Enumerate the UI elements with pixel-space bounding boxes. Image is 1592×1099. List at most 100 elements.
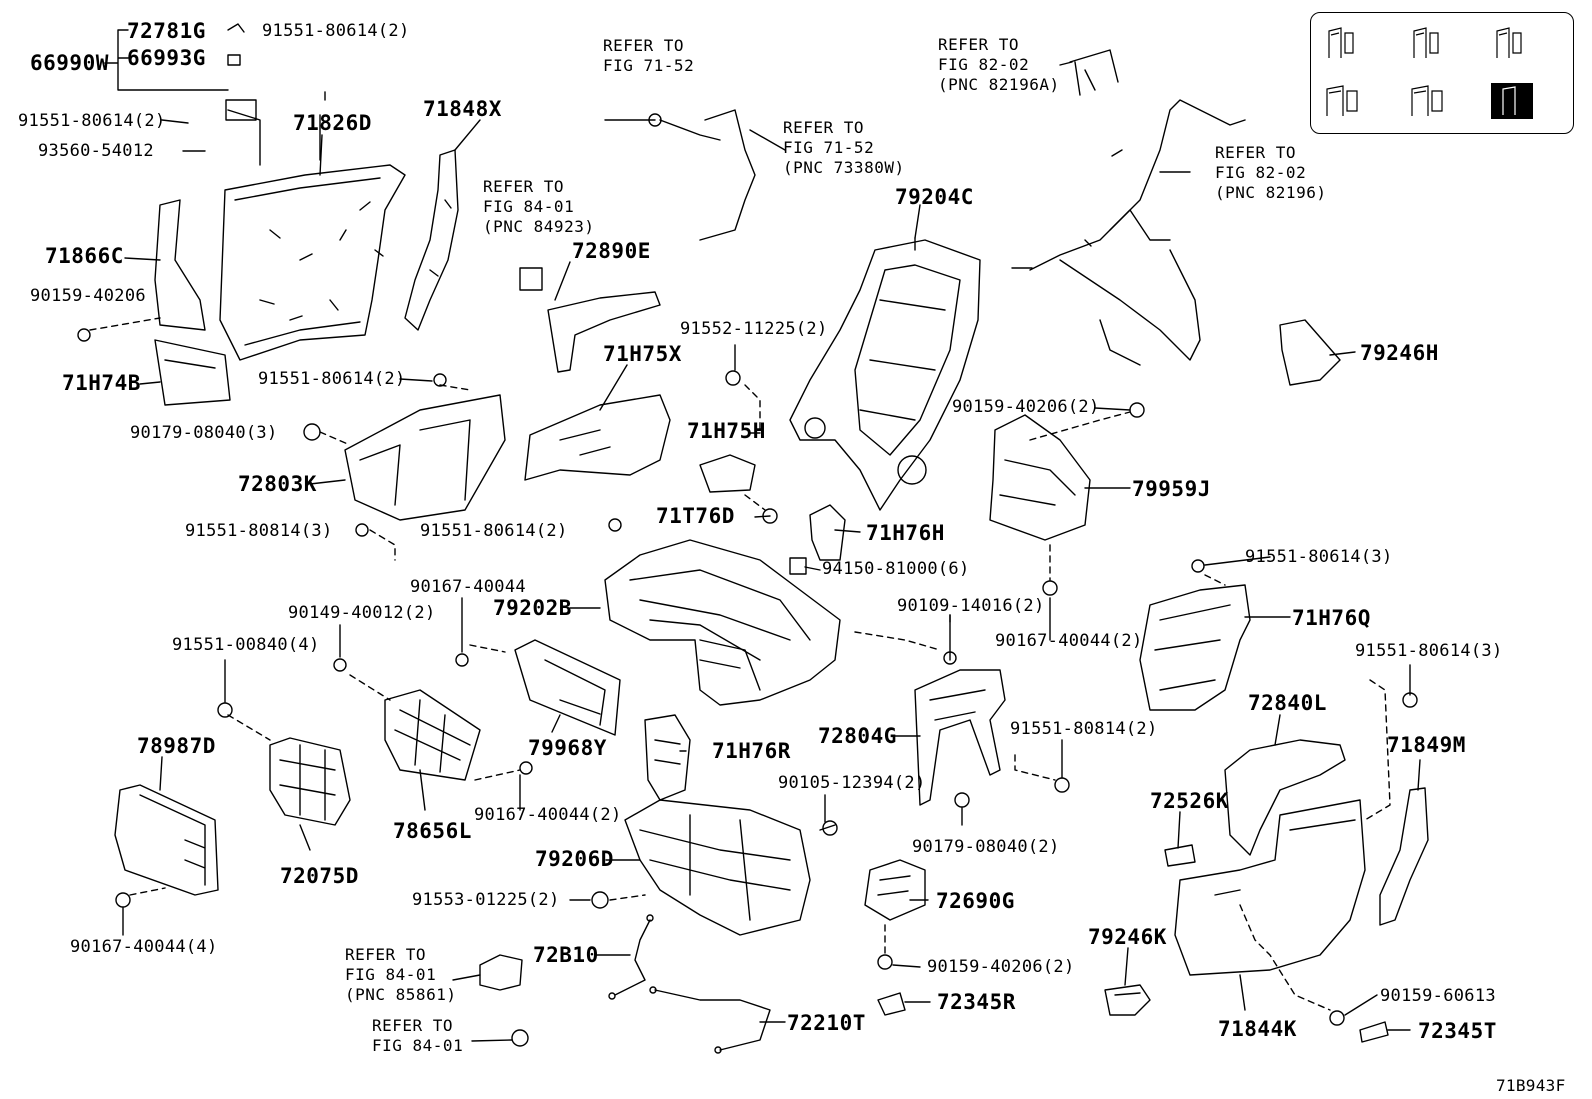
bolt-icon [1129,402,1145,418]
part-label-91551-80614-3[interactable]: 91551-80614(3) [1245,547,1393,567]
part-label-79206d[interactable]: 79206D [535,847,614,871]
refer-link-fig-82-02-pnc-82196[interactable]: REFER TO FIG 82-02 (PNC 82196) [1215,143,1327,202]
part-label-94150-81000-6[interactable]: 94150-81000(6) [822,559,970,579]
part-label-71h76q[interactable]: 71H76Q [1292,606,1371,630]
part-label-72526k[interactable]: 72526K [1150,789,1229,813]
part-label-91551-80614-2[interactable]: 91551-80614(2) [262,21,410,41]
leader-90149 [349,674,391,701]
part-label-91551-80614-2[interactable]: 91551-80614(2) [420,521,568,541]
part-label-91551-00840-4[interactable]: 91551-00840(4) [172,635,320,655]
part-label-71844k[interactable]: 71844K [1218,1017,1297,1041]
part-label-72345t[interactable]: 72345T [1418,1019,1497,1043]
part-label-72781g[interactable]: 72781G [127,19,206,43]
bolt-icon [333,658,347,672]
part-label-91551-80614-2[interactable]: 91551-80614(2) [18,111,166,131]
bolt-icon [822,820,838,836]
part-label-71848x[interactable]: 71848X [423,97,502,121]
part-label-90167-40044-2[interactable]: 90167-40044(2) [995,631,1143,651]
refer-link-fig-82-02-pnc-82196a[interactable]: REFER TO FIG 82-02 (PNC 82196A) [938,35,1060,94]
part-label-72803k[interactable]: 72803K [238,472,317,496]
part-label-90167-40044[interactable]: 90167-40044 [410,577,526,597]
thumbnail-view-2[interactable] [1406,23,1452,63]
bolt-icon [455,653,469,667]
part-label-71h76r[interactable]: 71H76R [712,739,791,763]
module-79968y [469,639,621,736]
part-label-90179-08040-3[interactable]: 90179-08040(3) [130,423,278,443]
part-label-91551-80614-2[interactable]: 91551-80614(2) [258,369,406,389]
part-label-71826d[interactable]: 71826D [293,111,372,135]
part-label-72075d[interactable]: 72075D [280,864,359,888]
part-label-72890e[interactable]: 72890E [572,239,651,263]
part-label-72345r[interactable]: 72345R [937,990,1016,1014]
bracket-72803k [319,384,506,561]
thumbnail-view-4[interactable] [1321,81,1367,121]
part-label-90179-08040-2[interactable]: 90179-08040(2) [912,837,1060,857]
part-label-91553-01225-2[interactable]: 91553-01225(2) [412,890,560,910]
cover-71h75x [524,394,671,481]
part-label-91552-11225-2[interactable]: 91552-11225(2) [680,319,828,339]
part-label-71h75x[interactable]: 71H75X [603,342,682,366]
bracket-71h75h [699,454,756,493]
cover-79246k [1104,984,1151,1016]
part-label-79968y[interactable]: 79968Y [528,736,607,760]
part-label-71t76d[interactable]: 71T76D [656,504,735,528]
cover-71h76q [1139,574,1251,711]
part-label-66993g[interactable]: 66993G [127,46,206,70]
thumbnail-view-5[interactable] [1406,81,1452,121]
part-label-72840l[interactable]: 72840L [1248,691,1327,715]
part-label-78987d[interactable]: 78987D [137,734,216,758]
refer-link-fig-71-52-pnc-73380w[interactable]: REFER TO FIG 71-52 (PNC 73380W) [783,118,905,177]
part-label-71866c[interactable]: 71866C [45,244,124,268]
part-label-79246k[interactable]: 79246K [1088,925,1167,949]
bolt-icon [1042,580,1058,596]
wire-82196a [1069,49,1119,96]
part-label-79959j[interactable]: 79959J [1132,477,1211,501]
part-label-79204c[interactable]: 79204C [895,185,974,209]
refer-link-fig-84-01-pnc-84923[interactable]: REFER TO FIG 84-01 (PNC 84923) [483,177,595,236]
part-label-90167-40044-4[interactable]: 90167-40044(4) [70,937,218,957]
bolt-icon [943,651,957,665]
part-label-91551-80814-2[interactable]: 91551-80814(2) [1010,719,1158,739]
view-selector-thumbnails [1310,12,1574,134]
part-label-79202b[interactable]: 79202B [493,596,572,620]
part-label-91551-80814-3[interactable]: 91551-80814(3) [185,521,333,541]
bolt-icon [608,518,622,532]
cable-72210t [649,986,771,1054]
part-label-71h75h[interactable]: 71H75H [687,419,766,443]
part-label-66990w[interactable]: 66990W [30,51,109,75]
leader-90159-40206 [89,317,161,331]
part-label-71849m[interactable]: 71849M [1387,733,1466,757]
part-label-93560-54012[interactable]: 93560-54012 [38,141,154,161]
part-label-90105-12394-2[interactable]: 90105-12394(2) [778,773,926,793]
refer-link-fig-71-52[interactable]: REFER TO FIG 71-52 [603,36,695,75]
part-label-72690g[interactable]: 72690G [936,889,1015,913]
part-label-90159-40206-2[interactable]: 90159-40206(2) [952,397,1100,417]
refer-link-fig-84-01[interactable]: REFER TO FIG 84-01 [372,1016,464,1055]
armrest-72840l [1224,739,1346,856]
part-label-90109-14016-2[interactable]: 90109-14016(2) [897,596,1045,616]
switch-72690g [864,859,926,956]
bracket-72075d [227,714,351,826]
part-label-90167-40044-2[interactable]: 90167-40044(2) [474,805,622,825]
bolt-icon [725,370,741,386]
bolt-icon [217,702,233,718]
part-label-72804g[interactable]: 72804G [818,724,897,748]
part-label-72210t[interactable]: 72210T [787,1011,866,1035]
part-label-71h76h[interactable]: 71H76H [866,521,945,545]
part-label-90159-60613[interactable]: 90159-60613 [1380,986,1496,1006]
part-label-90149-40012-2[interactable]: 90149-40012(2) [288,603,436,623]
wire-harness-82196 [1011,99,1246,366]
part-label-71h74b[interactable]: 71H74B [62,371,141,395]
thumbnail-view-1[interactable] [1321,23,1367,63]
thumbnail-view-3[interactable] [1489,23,1535,63]
part-label-90159-40206-2[interactable]: 90159-40206(2) [927,957,1075,977]
part-label-72b10[interactable]: 72B10 [533,943,599,967]
thumbnail-view-6-selected[interactable] [1489,81,1535,121]
cover-79246h [1279,319,1341,386]
refer-link-fig-84-01-pnc-85861[interactable]: REFER TO FIG 84-01 (PNC 85861) [345,945,457,1004]
part-label-90159-40206[interactable]: 90159-40206 [30,286,146,306]
part-label-78656l[interactable]: 78656L [393,819,472,843]
part-label-91551-80614-3[interactable]: 91551-80614(3) [1355,641,1503,661]
part-label-79246h[interactable]: 79246H [1360,341,1439,365]
clip-72345t [1359,1021,1389,1043]
